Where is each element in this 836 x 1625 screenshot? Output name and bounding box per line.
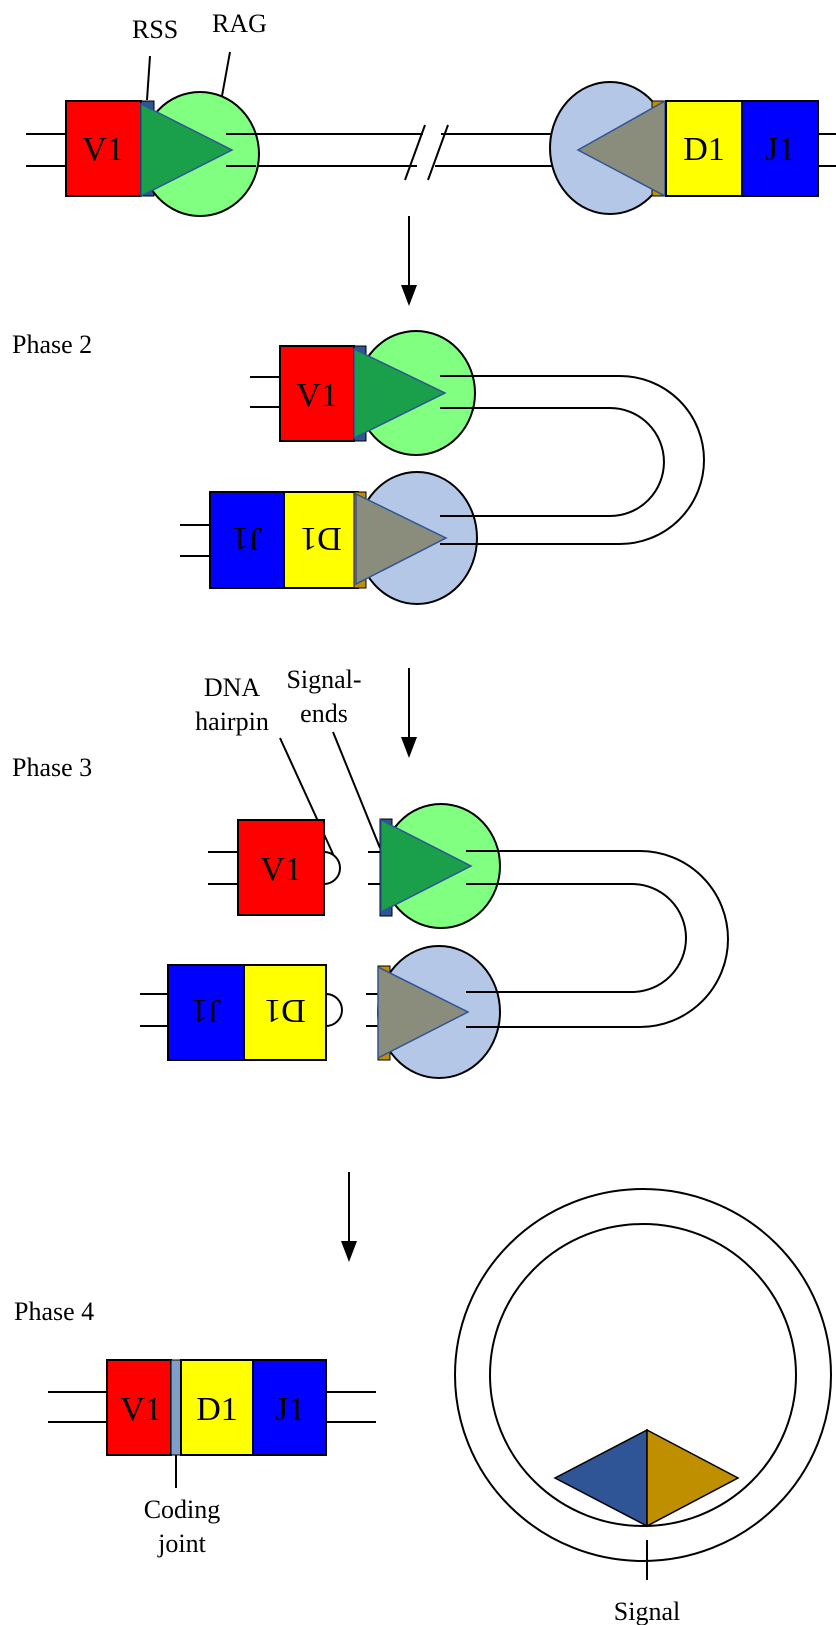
j1-label: J1 [765, 131, 795, 168]
dna-hairpin-label: DNA [204, 673, 261, 702]
j1-segment [209, 491, 285, 589]
signal-joint-v [553, 1428, 648, 1528]
coding-joint [170, 1359, 182, 1456]
v1-segment [237, 819, 325, 916]
j1-label-inverted: J1 [191, 992, 221, 1029]
rag-label: RAG [212, 9, 267, 38]
dna-loop-inner [468, 883, 687, 993]
rss-label: RSS [132, 15, 178, 44]
rss-triangle-v [140, 102, 234, 198]
phase-3: Phase 3 DNA hairpin Signal- ends V1 J1 [12, 665, 729, 1079]
j1-segment [252, 1359, 327, 1456]
v1-label: V1 [260, 851, 302, 888]
rss-triangle-v [353, 347, 447, 440]
j1-segment [741, 100, 819, 197]
signal-ends-pointer [332, 731, 381, 849]
signal-label: Signal [614, 1597, 680, 1625]
excision-circle-inner [489, 1223, 797, 1527]
coding-joint-label: Coding [144, 1495, 221, 1524]
rag-pointer [221, 51, 231, 97]
rss-triangle-v [380, 818, 473, 914]
arrow-down [401, 668, 417, 758]
rss-triangle-dj [377, 965, 470, 1060]
phase-4: Phase 4 V1 D1 J1 Coding joint Signal [14, 1188, 832, 1625]
v1-segment [65, 100, 142, 197]
dna-loop-outer [468, 850, 729, 1028]
break-mark [404, 124, 426, 181]
d1-segment [243, 964, 327, 1061]
d1-segment [283, 491, 359, 589]
phase-2: Phase 2 V1 J1 D1 [12, 330, 705, 605]
j1-label-inverted: J1 [232, 520, 262, 557]
phase-1: RSS RAG V1 D1 J1 [26, 9, 836, 217]
d1-label-inverted: D1 [264, 992, 306, 1029]
dna-hairpin-cap [323, 851, 341, 885]
signal-joint-dj [646, 1428, 740, 1528]
signal-ends-label: ends [300, 699, 348, 728]
v1-label: V1 [82, 131, 124, 168]
d1-segment [665, 100, 743, 197]
d1-segment [180, 1359, 254, 1456]
phase-2-label: Phase 2 [12, 330, 92, 359]
rss-pointer [146, 55, 151, 101]
arrow-down [401, 216, 417, 306]
phase-4-label: Phase 4 [14, 1297, 94, 1326]
d1-label-inverted: D1 [300, 520, 342, 557]
rss-triangle-dj [355, 492, 448, 586]
dna-loop-outer [440, 375, 705, 545]
phase-3-label: Phase 3 [12, 753, 92, 782]
excision-circle-outer [454, 1188, 832, 1562]
v1-label: V1 [296, 377, 338, 414]
break-mark [427, 124, 449, 181]
v1-segment [106, 1359, 172, 1456]
v1-label: V1 [120, 1391, 162, 1428]
d1-label: D1 [683, 131, 725, 168]
d1-label: D1 [196, 1391, 238, 1428]
dna-hairpin-label: hairpin [195, 707, 269, 736]
coding-joint-label: joint [157, 1529, 206, 1558]
dna-hairpin-cap [325, 993, 343, 1027]
arrow-down [341, 1172, 357, 1262]
dna-loop-inner [440, 407, 665, 517]
v1-segment [279, 345, 355, 442]
signal-ends-label: Signal- [286, 665, 361, 694]
j1-label: J1 [275, 1391, 305, 1428]
